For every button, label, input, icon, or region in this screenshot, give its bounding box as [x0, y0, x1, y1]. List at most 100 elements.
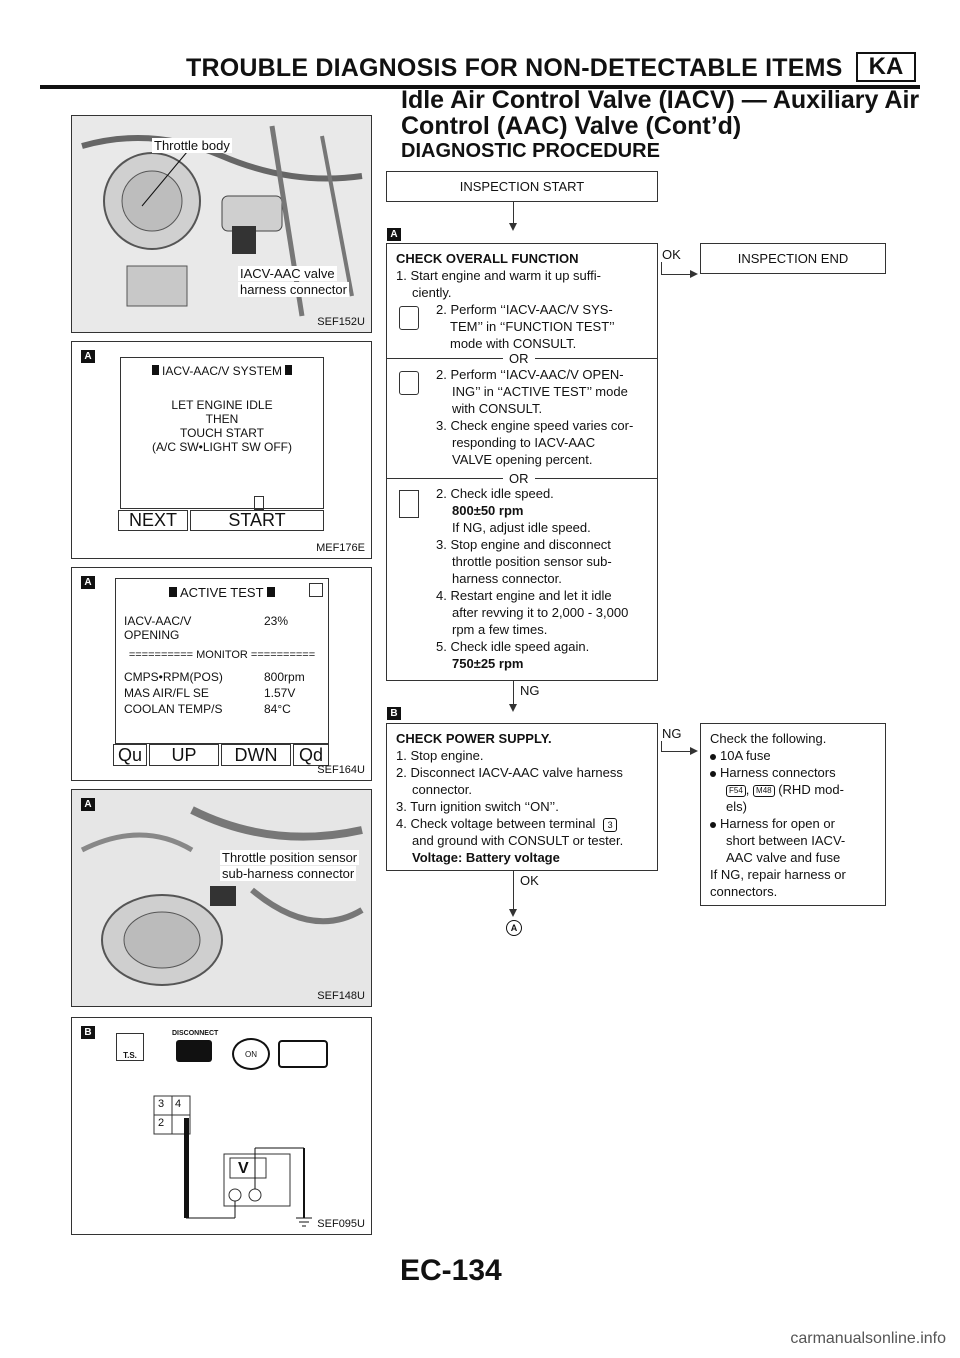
instr-line4: (A/C SW•LIGHT SW OFF) — [152, 440, 292, 454]
step-line: rpm a few times. — [452, 622, 548, 637]
check-following-box: Check the following. 10A fuse Harness co… — [700, 723, 886, 906]
screen-header-text: ACTIVE TEST — [179, 585, 264, 600]
instr-line2: THEN — [205, 412, 239, 426]
monitor-key: COOLAN TEMP/S — [124, 702, 223, 716]
flow-arrow-right-icon — [690, 270, 698, 278]
ts-icon: T.S. — [116, 1033, 144, 1061]
checkbox-icon — [309, 583, 323, 597]
screen-header: ACTIVE TEST — [116, 585, 328, 600]
figure-caption: SEF164U — [317, 764, 365, 776]
flow-connector — [661, 262, 662, 274]
consult-icon — [399, 306, 419, 330]
pin-label: 4 — [175, 1098, 182, 1110]
harness-icon — [278, 1040, 328, 1068]
step-line: 4. Check voltage between terminal — [396, 816, 596, 831]
step-line: connector. — [412, 782, 472, 797]
step-line: 4. Restart engine and let it idle — [436, 588, 612, 603]
figure-caption: SEF148U — [317, 990, 365, 1002]
list-item: 10A fuse — [720, 748, 771, 763]
terminal-icon: 3 — [603, 818, 618, 832]
up-button[interactable]: UP — [149, 744, 219, 766]
step-line: 1. Stop engine. — [396, 748, 484, 763]
section-badge-b: B — [387, 707, 401, 720]
or-label: OR — [503, 470, 535, 487]
connector-m48-icon: M48 — [753, 784, 775, 797]
figure-consult-active-test: A ACTIVE TEST IACV-AAC/V OPENING 23% ===… — [71, 567, 372, 781]
monitor-value: 800rpm — [264, 670, 305, 684]
list-item: short between IACV- — [726, 833, 846, 848]
goto-a-icon: A — [506, 920, 522, 936]
list-note: connectors. — [710, 884, 778, 899]
monitor-keys: CMPS•RPM(POS) MAS AIR/FL SE COOLAN TEMP/… — [124, 669, 223, 717]
step-block-2: 2. Perform ‘‘IACV-AAC/V OPEN- ING’’ in ‘… — [436, 366, 656, 468]
down-button[interactable]: DWN — [221, 744, 291, 766]
section-badge-b: B — [81, 1026, 95, 1039]
figure-caption: MEF176E — [316, 542, 365, 554]
flow-connector — [513, 202, 514, 224]
step-line: mode with CONSULT. — [450, 336, 577, 351]
ignition-on-icon: ON — [232, 1038, 270, 1070]
figure-caption: SEF095U — [317, 1218, 365, 1230]
flow-connector — [661, 741, 662, 751]
connector-icon — [176, 1040, 212, 1062]
list-title: Check the following. — [710, 731, 827, 746]
section-badge-a: A — [81, 350, 95, 363]
check-power-supply-box: CHECK POWER SUPPLY. 1. Stop engine. 2. D… — [386, 723, 658, 871]
list-item: Harness for open or — [720, 816, 835, 831]
inspection-start-box: INSPECTION START — [386, 171, 658, 202]
or-label: OR — [503, 350, 535, 367]
item-value: 23% — [264, 614, 289, 628]
bullet-icon — [710, 821, 716, 828]
list-item: (RHD mod- — [778, 782, 844, 797]
qu-button[interactable]: Qu — [113, 744, 147, 766]
figure-consult-function-test: A IACV-AAC/V SYSTEM LET ENGINE IDLE THEN… — [71, 341, 372, 559]
list-item: Harness connectors — [720, 765, 836, 780]
pin-label: 3 — [158, 1098, 165, 1110]
tester-icon — [399, 490, 419, 518]
qd-button[interactable]: Qd — [293, 744, 329, 766]
list-note: If NG, repair harness or — [710, 867, 846, 882]
step-line: 3. Stop engine and disconnect — [436, 537, 611, 552]
step-line: If NG, adjust idle speed. — [452, 520, 591, 535]
item-name-2: OPENING — [124, 628, 180, 642]
step-line: responding to IACV-AAC — [452, 435, 596, 450]
spec-value: Voltage: Battery voltage — [412, 850, 560, 865]
voltmeter-label: V — [238, 1160, 249, 1177]
ok-label: OK — [662, 247, 681, 262]
bullet-icon — [710, 770, 716, 777]
section-badge-a: A — [387, 228, 401, 241]
step-line: 5. Check idle speed again. — [436, 639, 590, 654]
figure-throttle-body: Throttle body IACV-AAC valve harness con… — [71, 115, 372, 333]
step-line: with CONSULT. — [452, 401, 543, 416]
flow-arrow-down-icon — [509, 909, 517, 917]
procedure-title: DIAGNOSTIC PROCEDURE — [401, 140, 660, 162]
step-block-1: CHECK OVERALL FUNCTION 1. Start engine a… — [396, 250, 646, 352]
item-name: IACV-AAC/V — [124, 614, 192, 628]
flow-connector — [661, 751, 691, 752]
engine-photo-illustration — [72, 790, 371, 1006]
section-subtitle-line1: Idle Air Control Valve (IACV) — Auxiliar… — [401, 86, 920, 114]
step-line: 2. Perform ‘‘IACV-AAC/V SYS- — [436, 302, 613, 317]
harness-connector-label: harness connector — [238, 282, 349, 297]
step-line: ciently. — [412, 285, 452, 300]
ng-label: NG — [520, 683, 540, 698]
figure-tps-connector: A Throttle position sensor sub-harness c… — [71, 789, 372, 1007]
check-overall-function-box: CHECK OVERALL FUNCTION 1. Start engine a… — [386, 243, 658, 681]
section-subtitle-line2: Control (AAC) Valve (Cont’d) — [401, 112, 742, 140]
tps-label: Throttle position sensor — [220, 850, 360, 865]
monitor-divider: ========== MONITOR ========== — [128, 649, 316, 661]
spec-value: 800±50 rpm — [452, 503, 524, 518]
next-button[interactable]: NEXT — [118, 510, 188, 531]
engine-badge: KA — [856, 52, 916, 82]
flow-arrow-down-icon — [509, 704, 517, 712]
spec-value: 750±25 rpm — [452, 656, 524, 671]
start-button[interactable]: START — [190, 510, 324, 531]
screen-header-text: IACV-AAC/V SYSTEM — [161, 364, 283, 378]
footer-watermark: carmanualsonline.info — [790, 1330, 946, 1347]
monitor-value: 1.57V — [264, 686, 296, 700]
instr-line1: LET ENGINE IDLE — [171, 398, 273, 412]
step-title: CHECK OVERALL FUNCTION — [396, 251, 579, 266]
ng-label: NG — [662, 726, 682, 741]
step-line: 2. Perform ‘‘IACV-AAC/V OPEN- — [436, 367, 624, 382]
page-header-title: TROUBLE DIAGNOSIS FOR NON-DETECTABLE ITE… — [186, 54, 843, 82]
